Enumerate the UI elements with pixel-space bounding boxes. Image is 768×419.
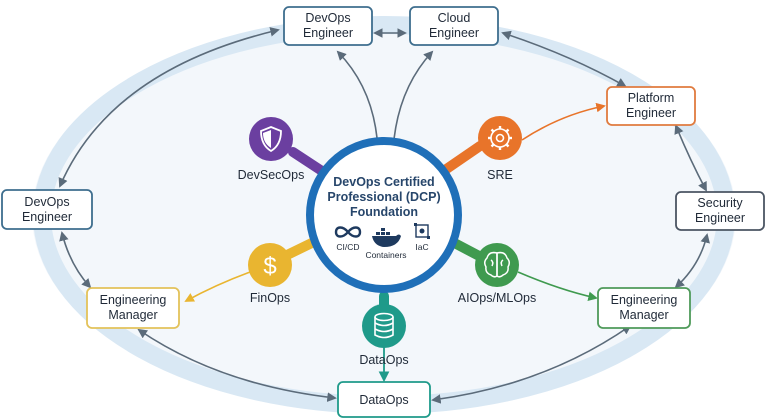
spoke-sre[interactable]: SRE: [478, 116, 522, 182]
gear-icon: [488, 126, 512, 150]
role-dataops-box[interactable]: DataOps: [337, 381, 431, 418]
spoke-label-finops: FinOps: [250, 291, 290, 305]
connector-cloud-platform: [501, 30, 627, 87]
role-devops-left[interactable]: DevOps Engineer: [1, 189, 93, 230]
spoke-label-sre: SRE: [487, 168, 513, 182]
spoke-dataops[interactable]: DataOps: [359, 304, 409, 367]
tool-label-containers: Containers: [365, 250, 406, 260]
role-line: DataOps: [359, 393, 408, 407]
role-platform[interactable]: Platform Engineer: [606, 86, 696, 126]
role-line: Engineering: [611, 293, 678, 307]
tool-label-iac: IaC: [415, 242, 428, 252]
role-line: DevOps: [24, 195, 69, 209]
arrow-finops-em-left: [184, 271, 251, 302]
spoke-label-aiops: AIOps/MLOps: [458, 291, 537, 305]
center-title-line-3: Foundation: [350, 205, 418, 219]
spoke-label-dataops: DataOps: [359, 353, 408, 367]
spoke-finops[interactable]: $ FinOps: [248, 243, 292, 305]
role-devops-top[interactable]: DevOps Engineer: [283, 6, 373, 46]
connector-devops-left-devops-top: [58, 27, 280, 188]
connector-em-right-dataops: [431, 324, 632, 404]
shield-icon: [260, 126, 282, 153]
connector-center-cloud: [392, 50, 434, 151]
dollar-icon: $: [263, 253, 276, 280]
role-line: Engineer: [22, 210, 72, 224]
center-hub[interactable]: DevOps Certified Professional (DCP) Foun…: [306, 137, 462, 293]
spoke-aiops[interactable]: AIOps/MLOps: [458, 243, 537, 305]
spoke-label-devsecops: DevSecOps: [238, 168, 305, 182]
connector-devops-left-em-left: [59, 231, 92, 289]
role-line: Engineer: [626, 106, 676, 120]
database-icon: [374, 312, 394, 339]
role-line: Engineering: [100, 293, 167, 307]
arrow-aiops-em-right: [517, 271, 598, 302]
stem-sre: [440, 141, 485, 175]
tool-label-cicd: CI/CD: [336, 242, 359, 252]
connector-em-left-dataops: [137, 328, 337, 402]
infinity-icon: [334, 226, 362, 238]
role-line: Cloud: [438, 11, 471, 25]
role-line: DevOps: [305, 11, 350, 25]
role-line: Engineer: [695, 211, 745, 225]
role-em-left[interactable]: Engineering Manager: [86, 287, 180, 329]
spoke-devsecops[interactable]: DevSecOps: [238, 117, 305, 182]
center-circle[interactable]: [306, 137, 462, 293]
center-title-line-2: Professional (DCP): [327, 190, 440, 204]
role-line: Engineer: [429, 26, 479, 40]
role-line: Security: [697, 196, 743, 210]
center-title-line-1: DevOps Certified: [333, 175, 434, 189]
role-line: Manager: [108, 308, 157, 322]
arrow-sre-platform: [521, 102, 606, 141]
role-line: Platform: [628, 91, 675, 105]
role-line: Engineer: [303, 26, 353, 40]
role-security[interactable]: Security Engineer: [675, 191, 765, 231]
docker-whale-icon: [372, 228, 401, 247]
connector-platform-security: [674, 124, 707, 192]
role-cloud[interactable]: Cloud Engineer: [409, 6, 499, 46]
infrastructure-code-icon: [414, 223, 430, 239]
brain-icon: [483, 251, 511, 278]
role-em-right[interactable]: Engineering Manager: [597, 287, 691, 329]
connector-security-em-right: [674, 233, 710, 289]
role-line: Manager: [619, 308, 668, 322]
